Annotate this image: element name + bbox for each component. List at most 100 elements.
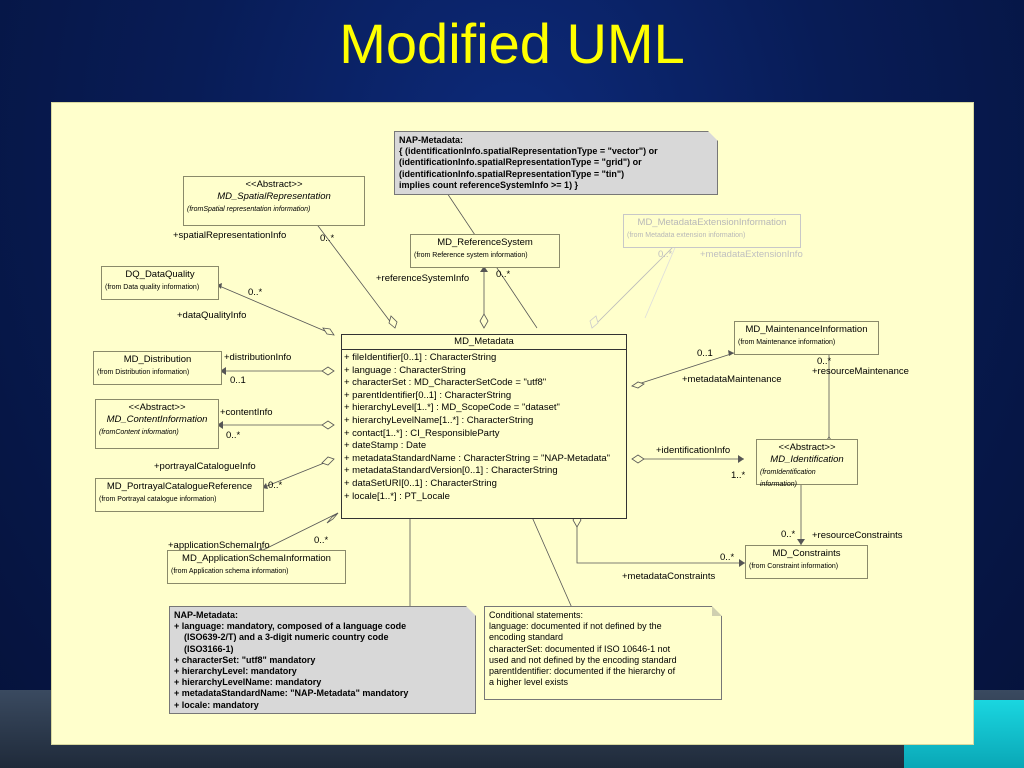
class-name: DQ_DataQuality [125,269,195,280]
class-md-metadata[interactable]: MD_Metadata + fileIdentifier[0..1] : Cha… [341,334,627,519]
attribute: + dateStamp : Date [344,440,427,452]
class-package: (from Maintenance information) [738,339,836,346]
multiplicity-label: 0..* [314,535,329,546]
attribute: + hierarchyLevel[1..*] : MD_ScopeCode = … [344,402,560,414]
note-line: + metadataStandardName: "NAP-Metadata" m… [174,688,409,699]
note-line: Conditional statements: [489,610,584,620]
class-name: MD_Metadata [342,335,626,350]
class-name: MD_Identification [770,454,844,465]
note-line: + language: mandatory, composed of a lan… [174,621,407,632]
class-name: MD_ApplicationSchemaInformation [182,553,331,564]
note-line: (ISO639-2/T) and a 3-digit numeric count… [174,632,389,643]
class-name: MD_PortrayalCatalogueReference [106,481,253,492]
diamond-maintenance [631,381,645,389]
note-line: NAP-Metadata: [399,135,464,145]
multiplicity-label: 0..1 [230,375,246,386]
role-label: +spatialRepresentationInfo [173,230,287,241]
note-line: used and not defined by the encoding sta… [489,654,677,665]
role-label: +distributionInfo [224,352,292,363]
note-line: (ISO3166-1) [174,643,234,654]
class-md-identification[interactable]: <<Abstract>> MD_Identification (fromIden… [756,439,858,488]
class-package: (fromSpatial representation information) [187,206,311,213]
attribute: + characterSet : MD_CharacterSetCode = "… [344,377,547,389]
attribute: + fileIdentifier[0..1] : CharacterString [344,352,497,363]
multiplicity-label: 0..* [781,529,796,540]
link-metadata-constraints [576,527,745,564]
class-md-metadata-extension-information[interactable]: MD_MetadataExtensionInformation (from Me… [623,214,801,248]
class-package: (from Distribution information) [97,369,190,376]
multiplicity-label: 1..* [731,470,746,481]
arrow-resource-constraints [797,539,805,545]
note-line: (identificationInfo.spatialRepresentatio… [399,157,642,168]
role-label: +resourceConstraints [812,530,903,541]
class-name: MD_ContentInformation [106,414,208,425]
class-name: MD_Distribution [123,354,192,365]
attribute: + contact[1..*] : CI_ResponsibleParty [344,427,500,439]
class-md-application-schema-information[interactable]: MD_ApplicationSchemaInformation (from Ap… [167,550,346,584]
note-line: a higher level exists [489,677,569,688]
stereotype: <<Abstract>> [245,179,303,190]
note-conditional-statements: Conditional statements: language: docume… [484,606,722,700]
multiplicity-label: 0..* [226,430,241,441]
note-line: { (identificationInfo.spatialRepresentat… [399,146,658,157]
role-label: +identificationInfo [656,445,731,456]
diamond-extension [589,315,599,329]
class-package: (from Application schema information) [171,568,289,575]
role-label: +resourceMaintenance [812,366,909,377]
multiplicity-label: 0..* [320,233,335,244]
class-md-distribution[interactable]: MD_Distribution (from Distribution infor… [93,351,222,385]
link-note-bottom-right [531,516,573,609]
class-dq-data-quality[interactable]: DQ_DataQuality (from Data quality inform… [101,266,219,300]
multiplicity-label: 0..* [658,249,673,260]
role-label: +dataQualityInfo [177,310,247,321]
class-package: (from Constraint information) [749,563,839,570]
link-maintenance [631,352,735,387]
role-label: +metadataExtensionInfo [700,249,803,260]
note-line: parentIdentifier: documented if the hier… [489,666,676,677]
diamond-appschema [326,512,339,524]
class-md-reference-system[interactable]: MD_ReferenceSystem (from Reference syste… [410,234,560,268]
association-lines [216,192,834,609]
multiplicity-label: 0..* [496,269,511,280]
note-line: implies count referenceSystemInfo >= 1) … [399,179,579,190]
role-label: +metadataMaintenance [682,374,782,385]
class-name: MD_Constraints [772,548,841,559]
class-md-portrayal-catalogue-reference[interactable]: MD_PortrayalCatalogueReference (from Por… [95,478,264,512]
attribute: + language : CharacterString [344,364,466,376]
class-md-content-information[interactable]: <<Abstract>> MD_ContentInformation (from… [95,399,219,449]
note-nap-metadata-bottom: NAP-Metadata: + language: mandatory, com… [169,606,476,714]
arrow-content [217,421,223,429]
arrow-refsys [480,266,488,272]
note-line: encoding standard [489,632,564,643]
attribute: + metadataStandardName : CharacterString… [344,452,611,464]
note-line: + hierarchyLevelName: mandatory [174,677,322,688]
arrow-identification [738,455,744,463]
class-package: (from Portrayal catalogue information) [99,496,217,503]
multiplicity-label: 0..* [268,480,283,491]
stereotype: <<Abstract>> [778,442,836,453]
attribute: + metadataStandardVersion[0..1] : Charac… [344,465,558,477]
diamond-refsys [479,313,489,329]
link-portrayal [261,458,335,489]
role-label: +metadataConstraints [622,571,716,582]
note-line: + locale: mandatory [174,699,259,710]
class-package: (from Data quality information) [105,284,200,291]
link-extension [591,242,678,329]
multiplicity-label: 0..* [720,552,735,563]
attribute: + parentIdentifier[0..1] : CharacterStri… [344,389,512,401]
class-md-constraints[interactable]: MD_Constraints (from Constraint informat… [745,545,868,579]
uml-diagram-canvas: NAP-Metadata: { (identificationInfo.spat… [51,102,974,745]
attribute: + hierarchyLevelName[1..*] : CharacterSt… [344,414,534,426]
class-package: (fromContent information) [99,429,179,436]
note-line: + hierarchyLevel: mandatory [174,666,297,677]
note-line: + characterSet: "utf8" mandatory [174,654,316,665]
note-nap-metadata-top: NAP-Metadata: { (identificationInfo.spat… [394,131,718,195]
note-line: (identificationInfo.spatialRepresentatio… [399,168,625,179]
note-line: characterSet: documented if ISO 10646-1 … [489,643,671,654]
arrow-maintenance [728,350,734,356]
class-md-spatial-representation[interactable]: <<Abstract>> MD_SpatialRepresentation (f… [183,176,365,226]
class-md-maintenance-information[interactable]: MD_MaintenanceInformation (from Maintena… [734,321,879,355]
diamond-identification [631,454,645,464]
diamond-dataquality [322,327,335,336]
role-label: +applicationSchemaInfo [168,540,270,551]
